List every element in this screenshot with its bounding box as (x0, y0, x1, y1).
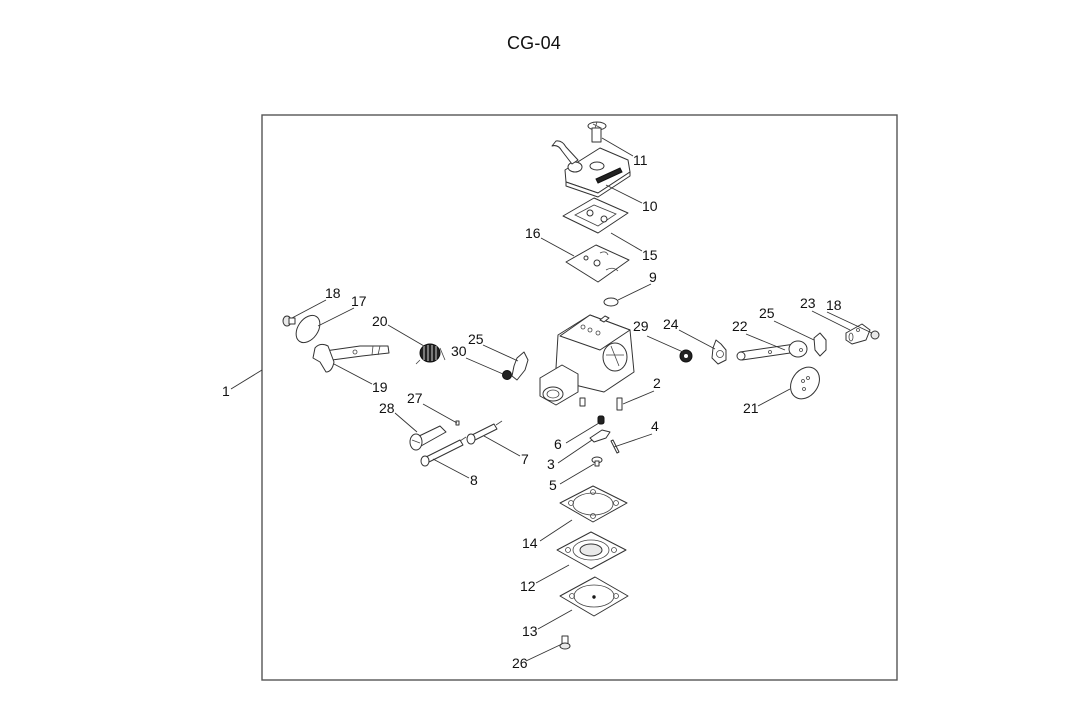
leader-line-9 (617, 283, 652, 301)
callout-12: 12 (520, 578, 536, 594)
leader-line-3 (557, 439, 593, 464)
leader-line-25 (773, 320, 815, 341)
callout-15: 15 (642, 247, 658, 263)
part-9-ring (603, 297, 619, 307)
callout-29: 29 (633, 318, 649, 334)
leader-line-13 (537, 609, 573, 630)
callout-10: 10 (642, 198, 658, 214)
callout-18: 18 (325, 285, 341, 301)
callout-19: 19 (372, 379, 388, 395)
part-18-right-washer (870, 330, 880, 340)
leader-line-7 (483, 435, 521, 457)
leader-line-18 (826, 311, 873, 334)
leader-line-22 (745, 333, 786, 351)
leader-line-25 (482, 344, 519, 362)
leader-line-27 (422, 403, 458, 424)
callout-18: 18 (826, 297, 842, 313)
leader-line-21 (757, 388, 791, 407)
leader-line-6 (565, 422, 600, 444)
callout-17: 17 (351, 293, 367, 309)
callout-27: 27 (407, 390, 423, 406)
part-8-screw (420, 436, 467, 467)
part-3-lever (589, 429, 611, 443)
leader-line-1 (230, 369, 263, 390)
part-22-shaft (736, 340, 808, 361)
callout-25: 25 (468, 331, 484, 347)
leader-line-28 (394, 412, 418, 433)
leader-line-8 (432, 458, 470, 479)
callout-6: 6 (554, 436, 562, 452)
part-25-right-plate (813, 332, 827, 357)
callout-7: 7 (521, 451, 529, 467)
callout-26: 26 (512, 655, 528, 671)
leader-line-19 (333, 363, 373, 385)
part-16-plate (565, 244, 630, 283)
part-29-spring (679, 349, 693, 363)
callout-3: 3 (547, 456, 555, 472)
callout-23: 23 (800, 295, 816, 311)
part-28-plug (409, 425, 447, 451)
callout-21: 21 (743, 400, 759, 416)
part-13-cover (559, 576, 629, 617)
leader-line-23 (811, 310, 851, 331)
leader-line-30 (465, 357, 504, 375)
callout-8: 8 (470, 472, 478, 488)
callout-1: 1 (222, 383, 230, 399)
part-5-screw (591, 456, 603, 467)
callout-11: 11 (633, 152, 648, 168)
part-12-diaphragm (556, 531, 627, 570)
part-6-spring (597, 415, 605, 425)
page-title: CG-04 (506, 33, 561, 53)
part-15-gasket (562, 197, 629, 234)
callout-28: 28 (379, 400, 395, 416)
part-20-spring (415, 343, 446, 365)
leader-line-18 (291, 299, 327, 319)
leader-line-15 (610, 232, 643, 252)
callout-2: 2 (653, 375, 661, 391)
part-drawings (282, 121, 880, 650)
callout-24: 24 (663, 316, 679, 332)
callout-13: 13 (522, 623, 538, 639)
part-14-gasket (559, 485, 628, 523)
callout-14: 14 (522, 535, 538, 551)
callout-5: 5 (549, 477, 557, 493)
leader-line-11 (601, 137, 634, 157)
leader-line-4 (613, 433, 653, 448)
leader-line-14 (539, 519, 573, 542)
part-24-lever (711, 339, 727, 365)
part-26-screw (559, 635, 571, 650)
leader-line-24 (678, 329, 716, 350)
callout-16: 16 (525, 225, 541, 241)
part-17-disc (295, 314, 321, 344)
part-23-lever (845, 323, 871, 345)
callout-20: 20 (372, 313, 388, 329)
part-2-needle (616, 397, 623, 411)
part-25-left-plate (511, 351, 529, 381)
leader-line-20 (387, 324, 425, 347)
callout-25: 25 (759, 305, 775, 321)
part-7-screw (466, 420, 503, 445)
part-11-screw (587, 121, 607, 143)
part-30-nut (502, 370, 512, 380)
part-10-pump-cover (551, 140, 631, 198)
leader-line-10 (605, 184, 643, 204)
carburetor-body (539, 314, 635, 407)
leader-line-16 (540, 237, 575, 257)
leader-line-17 (317, 307, 355, 327)
diagram-frame (261, 114, 898, 681)
leader-line-12 (535, 564, 570, 584)
callout-30: 30 (451, 343, 467, 359)
callout-4: 4 (651, 418, 659, 434)
part-27-pin (455, 420, 460, 426)
callout-9: 9 (649, 269, 657, 285)
leader-line-26 (525, 643, 563, 662)
leader-line-5 (559, 463, 595, 485)
leader-line-29 (646, 335, 684, 353)
leader-line-2 (622, 390, 655, 405)
callout-22: 22 (732, 318, 748, 334)
part-21-disc (790, 366, 820, 400)
part-19-shaft (312, 343, 390, 373)
